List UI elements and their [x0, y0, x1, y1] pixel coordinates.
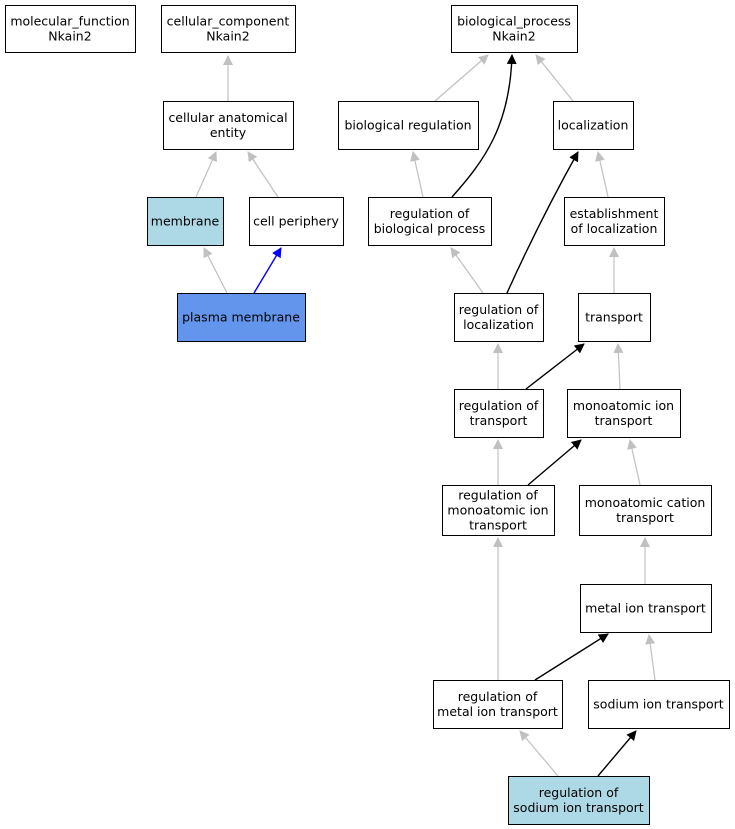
node-label: monoatomic ion [573, 398, 674, 413]
node-box [442, 485, 555, 536]
node-label: cell periphery [253, 214, 339, 229]
node-label: biological regulation [344, 118, 471, 133]
node-label: establishment [570, 206, 659, 221]
node-box [580, 584, 712, 633]
node-label: transport [470, 413, 528, 428]
node-label: regulation of [458, 689, 538, 704]
node-label: Nkain2 [48, 29, 91, 44]
node-box [508, 776, 650, 825]
nodes-layer: molecular_functionNkain2cellular_compone… [5, 5, 730, 825]
node-box [588, 680, 730, 729]
node-label: transport [616, 510, 674, 525]
edge-regmonoion-to-monoion [527, 439, 582, 486]
node-label: Nkain2 [206, 29, 249, 44]
node-box [161, 5, 296, 53]
node-box [433, 680, 563, 729]
node-label: regulation of [459, 302, 539, 317]
node-label: regulation of [390, 206, 470, 221]
node-metalion[interactable]: metal ion transport [580, 584, 712, 633]
edge-cellper-to-cae [247, 151, 279, 198]
edge-regbp-to-bp [451, 54, 517, 198]
node-label: cellular_component [167, 14, 290, 29]
edge-biolreg-to-bp [434, 54, 489, 102]
node-label: membrane [151, 214, 220, 229]
node-label: molecular_function [10, 14, 129, 29]
edge-plasma-to-cellper [253, 247, 282, 294]
node-membrane[interactable]: membrane [147, 197, 224, 246]
node-box [368, 197, 492, 246]
node-transport[interactable]: transport [578, 293, 651, 342]
node-box [579, 485, 712, 536]
edge-loc-to-bp [535, 54, 574, 102]
node-box [553, 101, 634, 150]
edge-regsodium-to-regmetal [519, 730, 559, 777]
node-label: sodium ion transport [513, 800, 644, 815]
edge-monocation-to-monoion [627, 439, 641, 486]
node-label: transport [585, 310, 643, 325]
node-label: biological process [374, 221, 486, 236]
node-box [451, 5, 578, 53]
node-label: monoatomic ion [447, 503, 548, 518]
node-label: of localization [571, 221, 658, 236]
node-label: entity [210, 125, 247, 140]
node-box [578, 293, 651, 342]
edge-regmetal-to-metalion [534, 633, 609, 681]
node-box [567, 389, 681, 438]
node-cellper[interactable]: cell periphery [249, 197, 344, 246]
node-label: transport [595, 413, 653, 428]
node-label: cellular anatomical [168, 110, 287, 125]
node-box [5, 5, 136, 53]
node-box [564, 197, 665, 246]
node-label: regulation of [539, 785, 619, 800]
node-box [249, 197, 344, 246]
edge-monoion-to-transport [613, 343, 624, 390]
node-label: biological_process [457, 14, 571, 29]
edge-regsodium-to-sodium [597, 730, 637, 777]
node-label: monoatomic cation [585, 495, 706, 510]
node-label: sodium ion transport [593, 697, 724, 712]
node-label: localization [463, 317, 534, 332]
node-box [454, 293, 544, 342]
edges-layer [195, 54, 656, 777]
node-plasma[interactable]: plasma membrane [177, 293, 306, 342]
edge-regtrans-to-transport [525, 343, 585, 390]
node-sodium[interactable]: sodium ion transport [588, 680, 730, 729]
node-label: localization [558, 118, 629, 133]
node-label: metal ion transport [585, 601, 706, 616]
node-label: Nkain2 [492, 29, 535, 44]
node-label: metal ion transport [437, 704, 558, 719]
edge-sodium-to-metalion [645, 634, 656, 681]
node-box [454, 389, 544, 438]
edge-regbp-to-biolreg [410, 151, 424, 198]
node-label: regulation of [459, 398, 539, 413]
node-label: transport [469, 518, 527, 533]
node-box [338, 101, 479, 150]
node-loc[interactable]: localization [553, 101, 634, 150]
node-label: plasma membrane [182, 310, 300, 325]
node-box [163, 101, 294, 150]
edge-regloc-to-loc [506, 151, 579, 294]
edge-plasma-to-membrane [203, 247, 228, 294]
node-box [147, 197, 224, 246]
edge-estloc-to-loc [595, 151, 609, 198]
edge-membrane-to-cae [195, 151, 217, 198]
node-biolreg[interactable]: biological regulation [338, 101, 479, 150]
node-label: regulation of [458, 488, 538, 503]
node-box [177, 293, 306, 342]
edge-regloc-to-regbp [450, 247, 484, 294]
